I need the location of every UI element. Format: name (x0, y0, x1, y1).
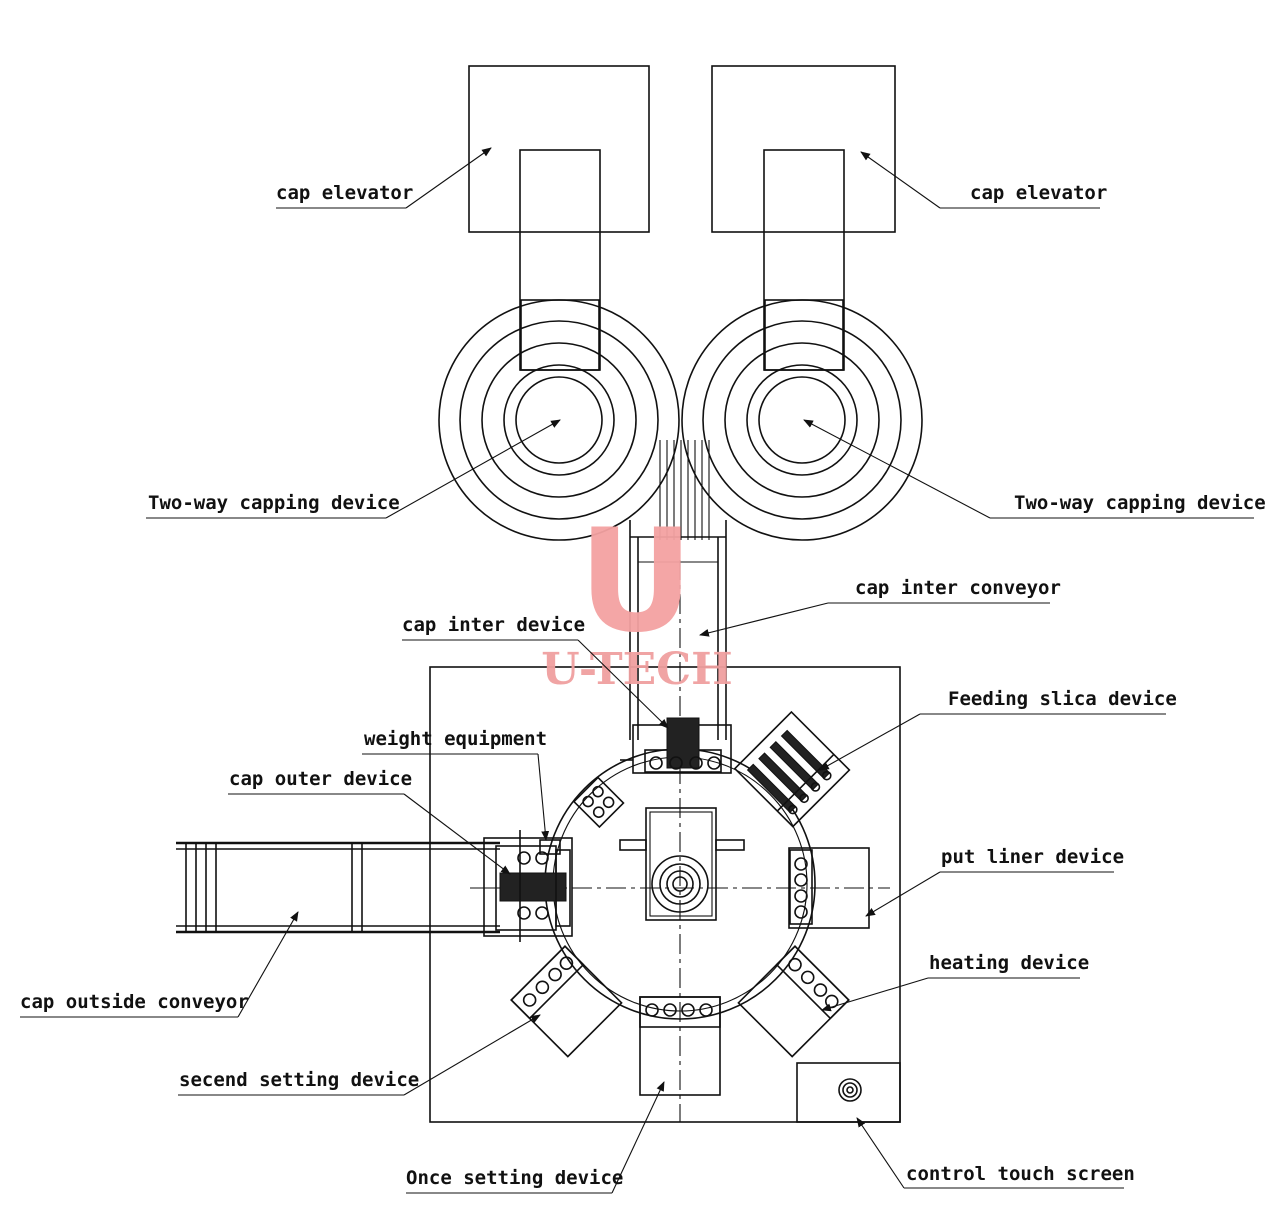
utech-watermark-logo: U U-TECH (541, 499, 732, 695)
weight-equipment (539, 839, 561, 855)
label-cap-outer-device: cap outer device (229, 768, 412, 790)
watermark-logo-letter: U (578, 499, 693, 664)
feeding-slica-device (733, 710, 851, 828)
cap-elevator-left (468, 65, 650, 371)
labels: cap elevator cap elevator Two-way cappin… (20, 182, 1266, 1189)
put-liner-device (788, 847, 870, 929)
label-feeding-slica-device: Feeding slica device (948, 688, 1177, 710)
cap-inter-conveyor (629, 440, 727, 740)
label-cap-elevator-left: cap elevator (276, 182, 413, 204)
label-weight-equipment: weight equipment (364, 728, 547, 750)
aux-station-upper-left (572, 776, 625, 829)
label-cap-inter-device: cap inter device (402, 614, 585, 636)
label-cap-outside-conveyor: cap outside conveyor (20, 991, 249, 1013)
label-put-liner-device: put liner device (941, 846, 1124, 868)
cap-inter-device (620, 717, 732, 774)
cap-outer-device (483, 830, 573, 942)
label-cap-elevator-right: cap elevator (970, 182, 1107, 204)
cap-outside-conveyor (176, 841, 500, 934)
label-two-way-capping-left: Two-way capping device (148, 492, 400, 514)
label-once-setting-device: Once setting device (406, 1167, 623, 1189)
label-secend-setting-device: secend setting device (179, 1069, 419, 1091)
two-way-capping-device-right (681, 299, 923, 541)
secend-setting-device (510, 945, 623, 1058)
control-touch-screen (838, 1078, 862, 1102)
heating-device (737, 945, 850, 1058)
leader-lines (20, 147, 1254, 1194)
label-control-touch-screen: control touch screen (906, 1163, 1135, 1185)
label-heating-device: heating device (929, 952, 1089, 974)
label-cap-inter-conveyor: cap inter conveyor (855, 577, 1061, 599)
main-frame (429, 666, 901, 1123)
watermark-logo-text: U-TECH (541, 644, 732, 695)
label-two-way-capping-right: Two-way capping device (1014, 492, 1266, 514)
once-setting-device (639, 996, 721, 1096)
cap-elevator-right (711, 65, 896, 371)
